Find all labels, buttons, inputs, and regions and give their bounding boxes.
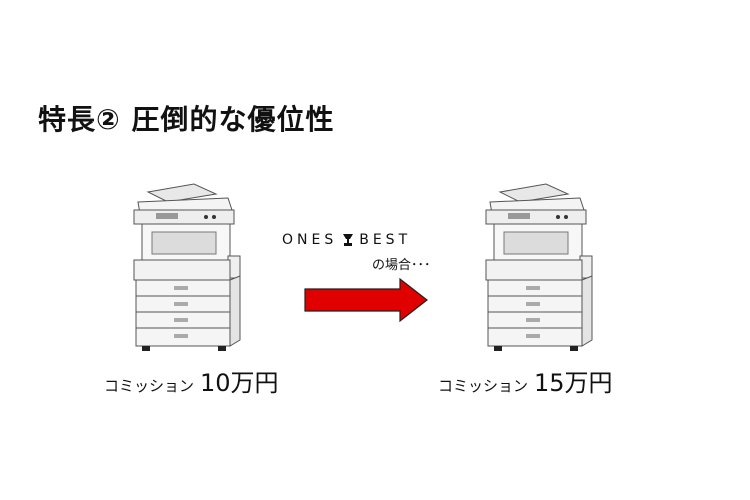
- commission-label: コミッション: [104, 377, 195, 395]
- commission-amount: 15万円: [534, 369, 613, 397]
- brand-logo: ONES BEST: [282, 232, 411, 248]
- commission-right: コミッション 15万円: [438, 363, 613, 398]
- goblet-logo-icon: [341, 233, 355, 247]
- copier-icon: [128, 180, 246, 355]
- page-title: 特長② 圧倒的な優位性: [38, 103, 335, 136]
- brand-name-part1: ONES: [282, 232, 338, 248]
- copier-icon: [480, 180, 598, 355]
- commission-amount: 10万円: [200, 369, 279, 397]
- commission-label: コミッション: [438, 377, 529, 395]
- commission-left: コミッション 10万円: [104, 363, 279, 398]
- case-caption: の場合･･･: [372, 258, 431, 273]
- right-arrow-icon: [304, 277, 428, 323]
- brand-name-part2: BEST: [359, 232, 412, 248]
